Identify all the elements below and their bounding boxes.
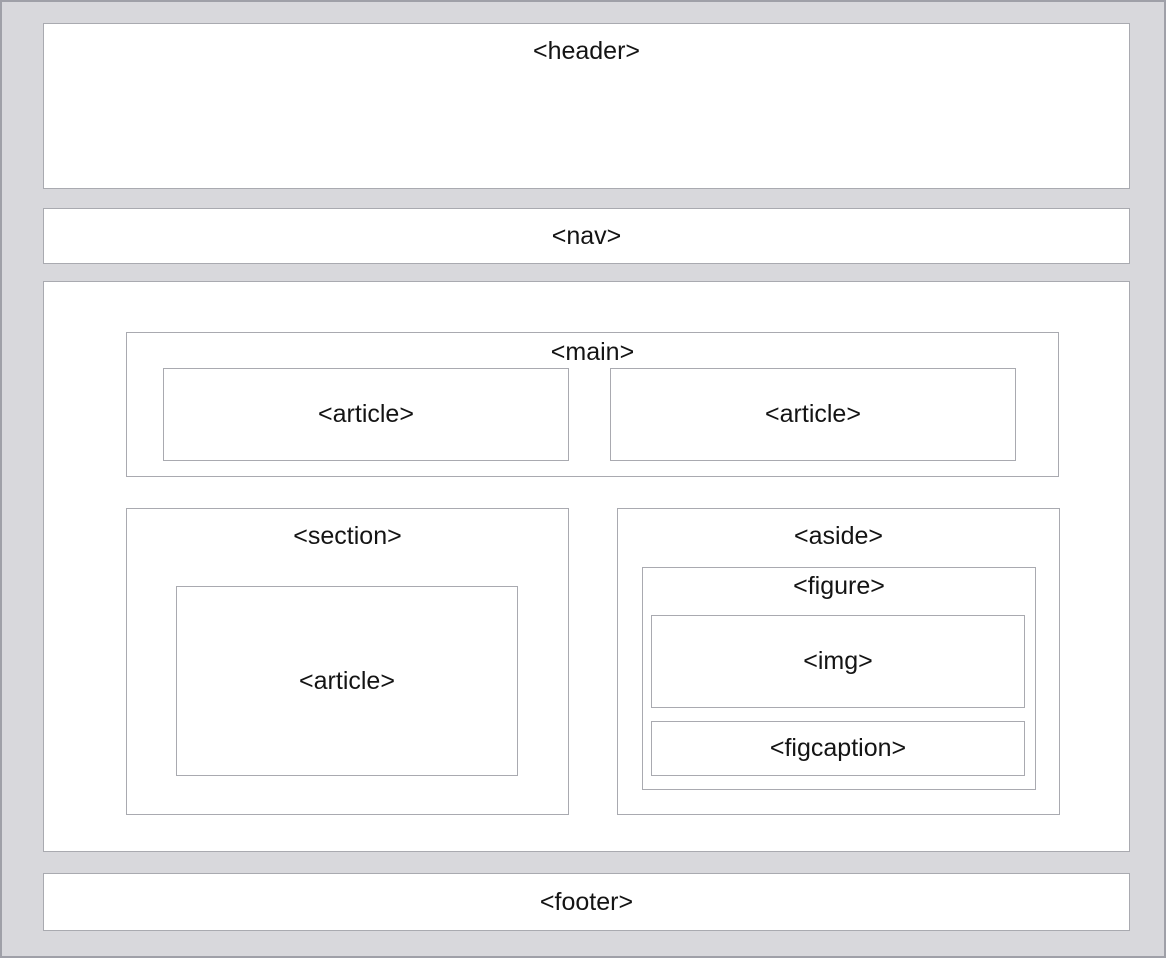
main-article-1-label: <article> (318, 400, 414, 428)
content-wrapper-box: <main> <article> <article> <section> <ar… (43, 281, 1130, 852)
figure-box: <figure> <img> <figcaption> (642, 567, 1036, 790)
main-article-1-box: <article> (163, 368, 569, 461)
header-box: <header> (43, 23, 1130, 189)
main-article-2-label: <article> (765, 400, 861, 428)
section-label: <section> (293, 522, 402, 550)
main-article-2-box: <article> (610, 368, 1016, 461)
footer-box: <footer> (43, 873, 1130, 931)
img-label: <img> (803, 647, 873, 675)
section-box: <section> <article> (126, 508, 569, 815)
figcaption-box: <figcaption> (651, 721, 1025, 776)
aside-box: <aside> <figure> <img> <figcaption> (617, 508, 1060, 815)
header-label: <header> (532, 37, 641, 65)
img-box: <img> (651, 615, 1025, 708)
aside-label: <aside> (794, 522, 883, 550)
section-article-box: <article> (176, 586, 518, 776)
nav-box: <nav> (43, 208, 1130, 264)
main-box: <main> <article> <article> (126, 332, 1059, 477)
figcaption-label: <figcaption> (769, 734, 907, 762)
section-article-label: <article> (299, 666, 395, 695)
main-label: <main> (550, 338, 635, 366)
footer-label: <footer> (539, 887, 634, 916)
figure-label: <figure> (793, 572, 885, 600)
nav-label: <nav> (551, 221, 622, 250)
